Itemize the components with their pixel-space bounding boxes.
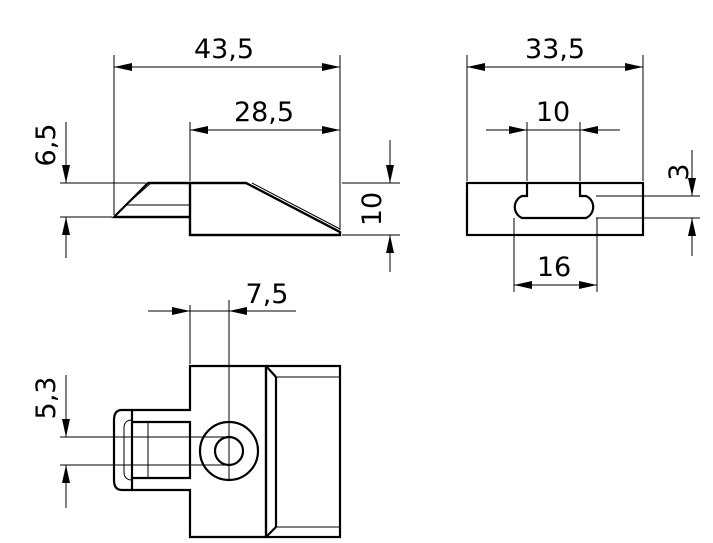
- dimension-label-hole-offset: 7,5: [246, 279, 289, 310]
- top-view-extension-lines: [60, 300, 230, 480]
- dimension-slot-width: 10: [486, 97, 620, 134]
- dimension-label-tip-height: 6,5: [31, 124, 62, 167]
- dimension-label-slot-length: 16: [537, 252, 571, 283]
- dimension-total-length: 43,5: [114, 34, 340, 71]
- dimension-label-body-length: 28,5: [234, 97, 294, 128]
- dimension-tip-height: 6,5: [31, 122, 70, 258]
- end-view-outline: [465, 181, 645, 237]
- top-view: 7,5 5,3: [31, 279, 342, 539]
- dimension-label-width: 33,5: [525, 34, 585, 65]
- side-view-outline: [111, 181, 342, 237]
- end-view: 33,5 10 3 16: [465, 34, 700, 292]
- dimension-label-slot-width: 10: [536, 97, 570, 128]
- dimension-label-total-length: 43,5: [194, 34, 254, 65]
- dimension-width: 33,5: [467, 34, 643, 71]
- top-view-outline: [112, 364, 342, 539]
- dimension-label-height: 10: [357, 192, 388, 226]
- dimension-hole-offset: 7,5: [148, 279, 296, 315]
- dimension-label-hole-diameter: 5,3: [31, 377, 62, 420]
- dimension-slot-height: 3: [664, 150, 696, 256]
- dimension-height: 10: [357, 140, 394, 272]
- dimension-slot-length: 16: [514, 252, 597, 289]
- end-view-extension-lines: [466, 55, 700, 292]
- dimension-body-length: 28,5: [190, 97, 340, 134]
- side-view: 43,5 28,5 6,5 10: [31, 34, 400, 272]
- side-view-extension-lines: [60, 55, 400, 236]
- dimension-label-slot-height: 3: [664, 163, 695, 180]
- dimension-hole-diameter: 5,3: [31, 375, 70, 508]
